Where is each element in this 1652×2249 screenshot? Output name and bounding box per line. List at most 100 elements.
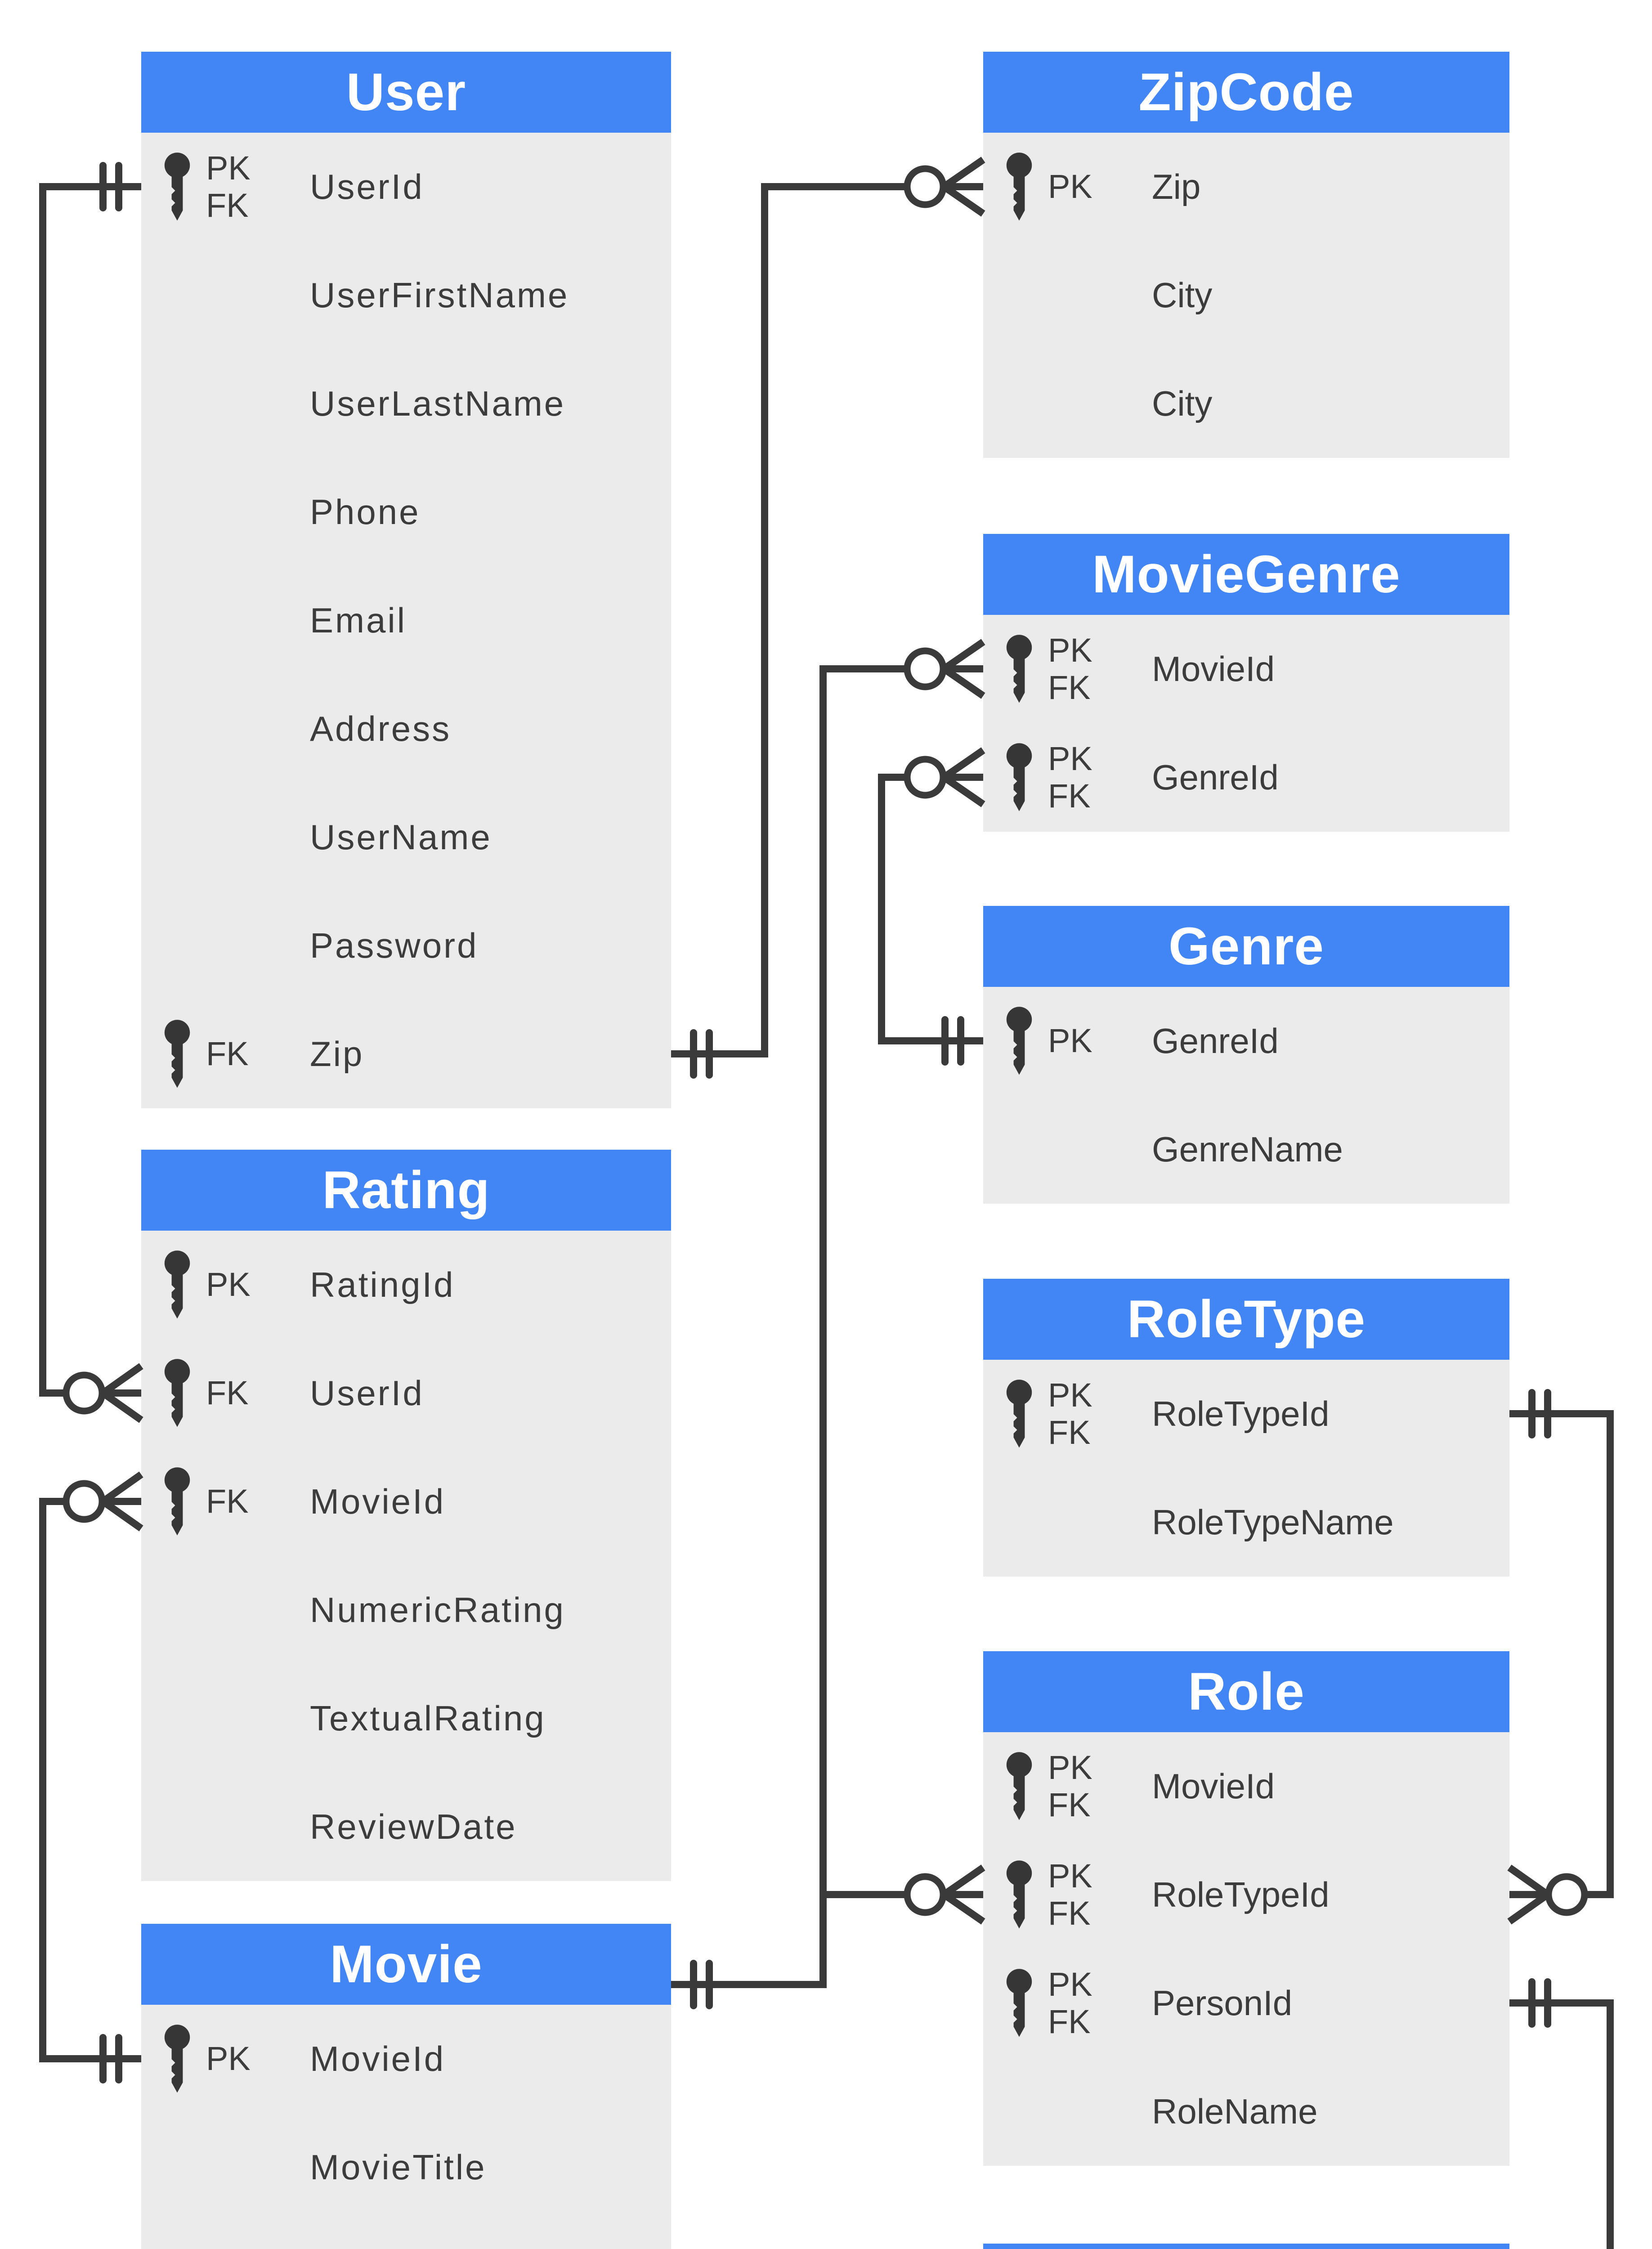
column-row: ReviewDate (141, 1773, 671, 1881)
crow-foot-icon (942, 747, 985, 807)
column-name: UserId (310, 167, 424, 206)
key-flags: PK (206, 2040, 251, 2078)
column-row: PK GenreId (983, 987, 1509, 1095)
key-flags: PK (1048, 1022, 1092, 1060)
column-name: GenreName (1152, 1129, 1343, 1169)
column-name: UserName (310, 817, 492, 857)
key-icon (1006, 1752, 1032, 1820)
column-row: FK UserId (141, 1339, 671, 1447)
column-name: Zip (1152, 167, 1201, 206)
key-flags: FK (206, 1035, 249, 1073)
column-name: UserFirstName (310, 275, 569, 315)
key-flags: PK (1048, 168, 1092, 206)
zero-or-many-symbol (1545, 1873, 1588, 1916)
table-roletype-title: RoleType (983, 1279, 1509, 1360)
column-name: RatingId (310, 1265, 455, 1304)
relationship-role-person[interactable] (1509, 1978, 1614, 2249)
crow-foot-icon (101, 1471, 143, 1532)
column-name: RoleTypeId (1152, 1875, 1330, 1914)
column-name: Email (310, 600, 407, 640)
column-name: MovieTitle (310, 2147, 487, 2187)
column-name: Phone (310, 492, 421, 532)
key-icon (1006, 743, 1032, 811)
zero-or-many-symbol (63, 1371, 106, 1415)
key-flags: PK (206, 1266, 251, 1304)
key-icon (164, 2024, 190, 2092)
column-row: RoleTypeName (983, 1468, 1509, 1577)
column-row: UserFirstName (141, 241, 671, 349)
crow-foot-icon (1507, 1864, 1550, 1925)
table-genre-columns: PK GenreId GenreName (983, 987, 1509, 1204)
column-row: NumericRating (141, 1556, 671, 1664)
relationship-movie-moviegenre[interactable] (671, 639, 985, 2009)
column-name: MovieId (1152, 649, 1275, 689)
crow-foot-icon (942, 157, 985, 217)
column-name: Address (310, 709, 452, 748)
column-row: Address (141, 675, 671, 783)
column-row: City (983, 241, 1509, 349)
column-name: UserLastName (310, 384, 566, 423)
key-icon (1006, 1379, 1032, 1447)
column-row: UserName (141, 783, 671, 892)
table-user-title: User (141, 52, 671, 133)
relationship-user-rating[interactable] (39, 162, 143, 1423)
key-icon (1006, 1860, 1032, 1928)
table-movie-columns: PK MovieId MovieTitle ReleaseDate Length… (141, 2005, 671, 2249)
zero-or-many-symbol (904, 647, 947, 690)
key-flags: FK (206, 1374, 249, 1412)
column-row: PK MovieId (141, 2005, 671, 2113)
crow-foot-icon (942, 639, 985, 699)
column-name: MovieId (310, 1482, 446, 1521)
key-icon (164, 1358, 190, 1427)
key-icon (1006, 1006, 1032, 1075)
table-movie[interactable]: Movie PK MovieId MovieTitle ReleaseDate … (141, 1924, 671, 2249)
key-icon (164, 1467, 190, 1535)
key-icon (1006, 1968, 1032, 2037)
table-zipcode[interactable]: ZipCode PK Zip City City (983, 52, 1509, 458)
column-row: Phone (141, 458, 671, 566)
table-rating-columns: PK RatingId FK UserId FK MovieId Numeric… (141, 1231, 671, 1881)
zero-or-many-symbol (904, 756, 947, 799)
column-name: City (1152, 275, 1213, 315)
table-zipcode-title: ZipCode (983, 52, 1509, 133)
table-person-title: Person (983, 2244, 1509, 2249)
column-name: City (1152, 384, 1213, 423)
key-icon (1006, 634, 1032, 703)
table-genre[interactable]: Genre PK GenreId GenreName (983, 906, 1509, 1204)
relationship-roletype-role[interactable] (1507, 1389, 1614, 1925)
relationship-movie-role[interactable] (823, 1864, 985, 1925)
table-rating[interactable]: Rating PK RatingId FK UserId FK MovieId … (141, 1150, 671, 1881)
table-movie-title: Movie (141, 1924, 671, 2005)
column-name: PersonId (1152, 1983, 1293, 2023)
column-name: NumericRating (310, 1590, 565, 1630)
column-name: RoleTypeId (1152, 1394, 1330, 1434)
relationship-user-zipcode[interactable] (671, 157, 985, 1079)
column-name: RoleTypeName (1152, 1502, 1394, 1542)
relationship-genre-moviegenre[interactable] (878, 747, 985, 1066)
column-name: RoleName (1152, 2092, 1318, 2131)
column-name: TextualRating (310, 1698, 546, 1738)
table-person[interactable]: Person PK PersonId PersonFirstName Perso… (983, 2244, 1509, 2249)
column-row: City (983, 349, 1509, 458)
crow-foot-icon (101, 1363, 143, 1423)
column-name: MovieId (1152, 1766, 1275, 1806)
column-name: Password (310, 926, 479, 965)
column-name: MovieId (310, 2039, 446, 2079)
relationship-movie-rating[interactable] (39, 1471, 143, 2083)
column-row: RoleName (983, 2057, 1509, 2166)
